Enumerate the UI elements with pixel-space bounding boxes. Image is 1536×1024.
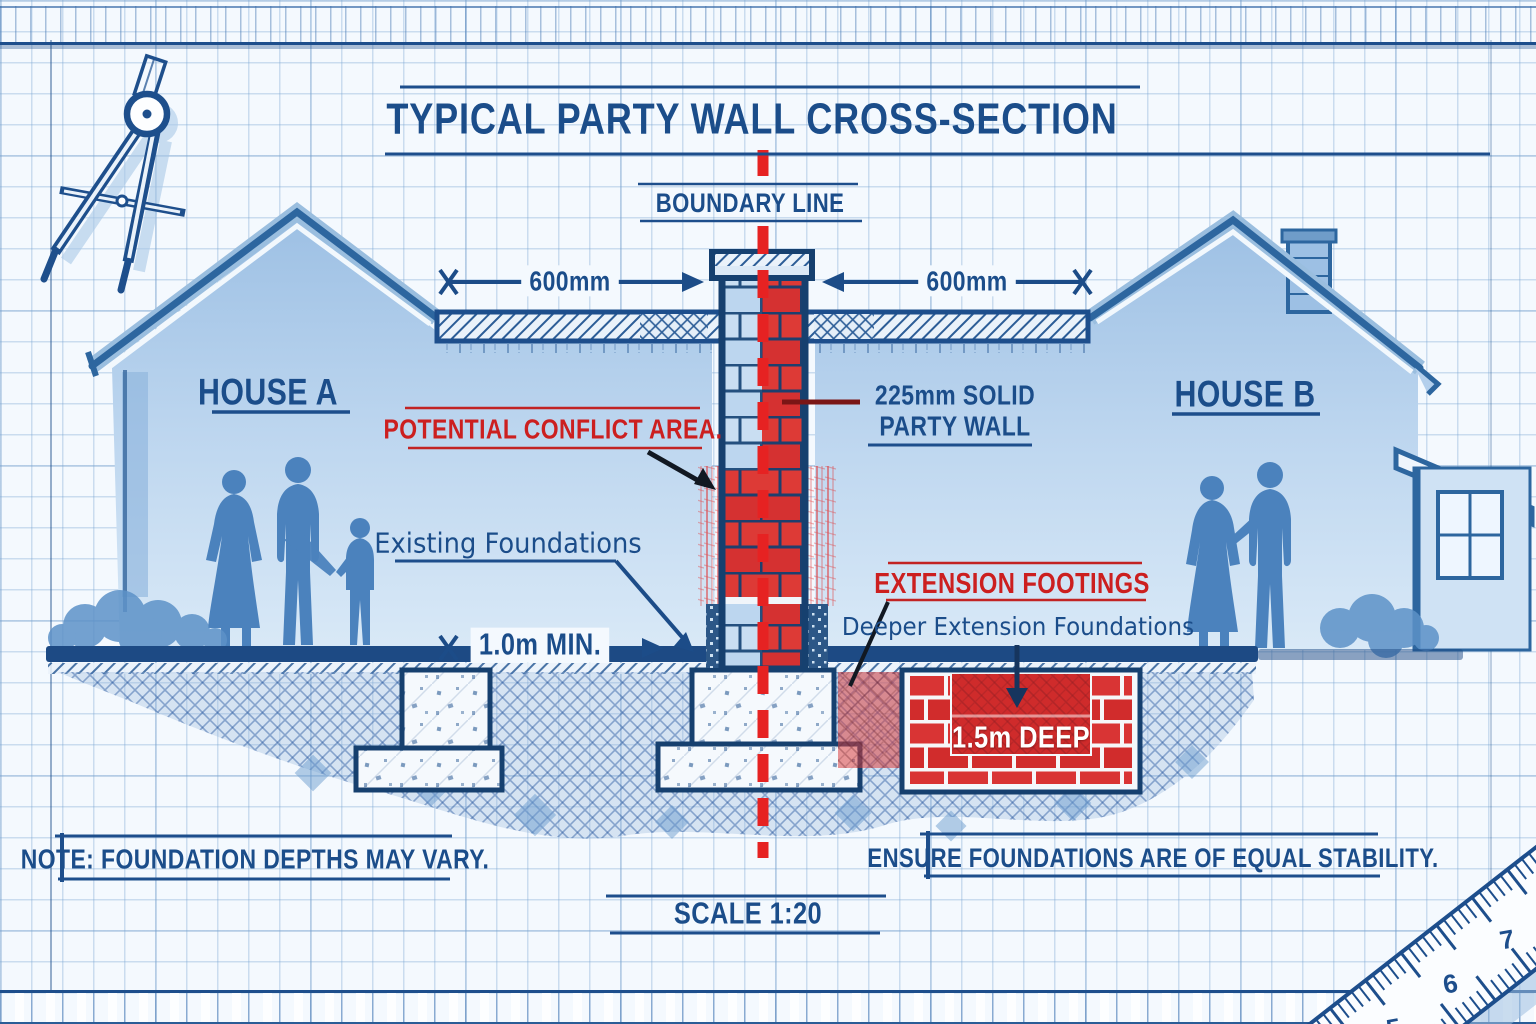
family-b-silhouette xyxy=(1186,462,1291,648)
compass-icon xyxy=(40,53,186,294)
house-a-label: HOUSE A xyxy=(198,371,338,413)
min-distance-label: 1.0m MIN. xyxy=(470,627,610,663)
family-a-silhouette xyxy=(206,457,374,646)
porch xyxy=(1393,446,1535,652)
hand-drawn-rules xyxy=(55,85,1490,935)
dimension-600-right-label: 600mm xyxy=(918,265,1016,297)
note-left: NOTE: FOUNDATION DEPTHS MAY VARY. xyxy=(20,843,490,875)
deeper-foundations-label: Deeper Extension Foundations xyxy=(841,612,1195,641)
page-title: TYPICAL PARTY WALL CROSS-SECTION xyxy=(386,94,1118,144)
boundary-line-label: BOUNDARY LINE xyxy=(655,187,845,218)
house-b-label: HOUSE B xyxy=(1174,373,1316,415)
paper-bottom-margin-band xyxy=(0,990,1536,1024)
party-wall-label-line2: PARTY WALL xyxy=(879,411,1031,442)
leader-lines xyxy=(614,399,1028,708)
party-wall-label: 225mm SOLID PARTY WALL xyxy=(875,380,1035,443)
note-right: ENSURE FOUNDATIONS ARE OF EQUAL STABILIT… xyxy=(867,842,1439,873)
ground-line xyxy=(46,646,1463,674)
paper-top-margin-band xyxy=(0,6,1536,45)
ruler-number: 7 xyxy=(1497,923,1516,955)
red-rules xyxy=(405,406,1146,602)
existing-foundations-label: Existing Foundations xyxy=(374,526,642,560)
bushes-right xyxy=(1320,594,1439,658)
extension-footings-label: EXTENSION FOOTINGS xyxy=(874,567,1150,600)
conflict-area-label: POTENTIAL CONFLICT AREA. xyxy=(383,413,723,445)
paper-left-rule xyxy=(50,40,52,990)
scale-label: SCALE 1:20 xyxy=(673,895,823,931)
ruler-icon: 4 5 6 7 8 9 xyxy=(1253,767,1536,1024)
ruler-number: 5 xyxy=(1384,1012,1403,1024)
party-wall-label-line1: 225mm SOLID xyxy=(874,379,1036,411)
ruler-number: 6 xyxy=(1441,968,1460,1000)
dimension-600-left-label: 600mm xyxy=(521,265,619,297)
party-wall-footing xyxy=(655,667,863,793)
house-a-shape xyxy=(85,201,712,650)
footing-depth-label: 1.5m DEEP xyxy=(952,719,1090,755)
existing-footing-left xyxy=(353,667,505,793)
